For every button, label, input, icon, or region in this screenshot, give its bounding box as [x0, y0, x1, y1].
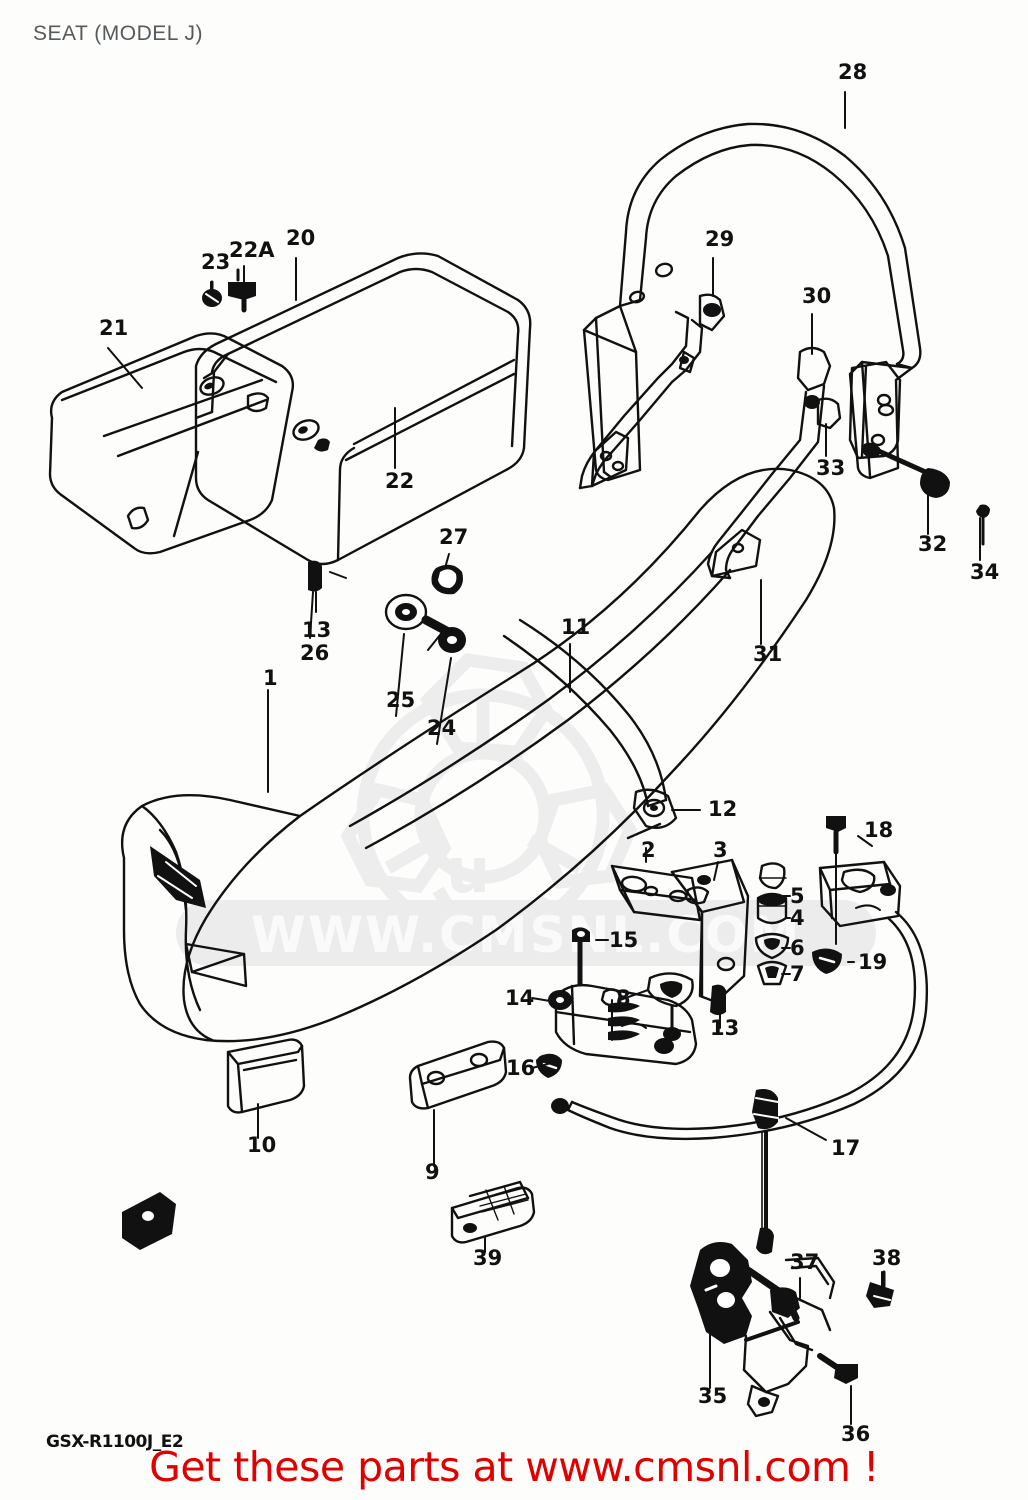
callout-4: 4 [790, 906, 805, 930]
part-plate-9 [410, 1042, 506, 1109]
callout-28: 28 [838, 60, 868, 84]
part-cushion-21 [50, 333, 293, 553]
part-stack-7 [758, 962, 786, 984]
callout-33: 33 [816, 456, 846, 480]
callout-12: 12 [708, 797, 738, 821]
callout-3: 3 [713, 838, 728, 862]
part-left-bracket [580, 295, 724, 488]
callout-16: 16 [506, 1056, 536, 1080]
callout-13b: 13 [710, 1016, 740, 1040]
part-stack-4 [758, 894, 786, 923]
callout-32: 32 [918, 532, 948, 556]
callout-25: 25 [386, 688, 416, 712]
part-label-39 [452, 1182, 534, 1242]
part-bushing-26 [308, 560, 346, 612]
callout-34: 34 [970, 560, 1000, 584]
callout-22A: 22A [229, 238, 275, 262]
callout-10: 10 [247, 1133, 277, 1157]
part-lock-box [820, 862, 900, 926]
part-bolt-22A [228, 270, 256, 310]
part-bracket-3 [672, 860, 748, 1002]
diagram-code: GSX-R1100J_E2 [46, 1432, 184, 1452]
part-bolt-36 [820, 1356, 858, 1384]
callout-29: 29 [705, 227, 735, 251]
callout-18: 18 [864, 818, 894, 842]
callout-7: 7 [790, 962, 805, 986]
part-grommet-25 [386, 595, 426, 629]
callout-13: 13 [302, 618, 332, 642]
part-stack-6 [756, 934, 788, 958]
callout-23: 23 [201, 250, 231, 274]
part-right-bracket [708, 348, 900, 578]
callout-39: 39 [473, 1246, 503, 1270]
callout-37: 37 [790, 1250, 820, 1274]
part-main-seat [122, 469, 834, 1041]
callout-35: 35 [698, 1384, 728, 1408]
callout-8: 8 [616, 986, 631, 1010]
callout-2: 2 [641, 838, 656, 862]
part-pin-13b [710, 984, 726, 1015]
cms-logo-watermark: u [318, 640, 648, 970]
callout-17: 17 [831, 1136, 861, 1160]
part-rear-cowl [196, 253, 530, 564]
callout-11: 11 [561, 615, 591, 639]
callout-19: 19 [858, 950, 888, 974]
callout-6: 6 [790, 936, 805, 960]
part-clip-unlabeled [122, 1192, 176, 1250]
callout-26: 26 [300, 641, 330, 665]
promo-banner[interactable]: Get these parts at www.cmsnl.com ! [149, 1443, 879, 1491]
part-screw-38 [866, 1272, 894, 1308]
part-pin-34 [976, 504, 990, 545]
callout-36: 36 [841, 1422, 871, 1446]
part-cable-17 [551, 912, 927, 1255]
part-bolt-24 [426, 620, 466, 653]
part-screw-15 [572, 927, 590, 984]
part-stack-5 [760, 863, 786, 888]
part-cushion-10 [228, 1040, 304, 1113]
part-grab-bar [584, 124, 920, 480]
leader-lines [108, 92, 980, 1424]
callout-30: 30 [802, 284, 832, 308]
watermark-url: WWW.CMSNL.COM [250, 906, 802, 964]
part-bracket-2 [612, 866, 700, 920]
page-title: SEAT (MODEL J) [33, 22, 203, 45]
part-cap-27 [431, 564, 463, 595]
part-lever-37 [744, 1258, 834, 1416]
callout-1: 1 [263, 666, 278, 690]
part-nut-19 [812, 948, 842, 974]
callout-14: 14 [505, 986, 535, 1010]
part-seat-lock-14 [548, 985, 696, 1064]
part-strap-11 [504, 620, 676, 838]
callout-5: 5 [790, 884, 805, 908]
callout-22: 22 [385, 469, 415, 493]
callout-31: 31 [753, 642, 783, 666]
callout-21: 21 [99, 316, 129, 340]
callout-15: 15 [609, 928, 639, 952]
callout-9: 9 [425, 1160, 440, 1184]
part-bolt-18 [826, 816, 846, 852]
callout-24: 24 [427, 716, 457, 740]
callout-20: 20 [286, 226, 316, 250]
callout-27: 27 [439, 525, 469, 549]
callout-38: 38 [872, 1246, 902, 1270]
part-bolt-32 [862, 442, 950, 498]
svg-text:u: u [446, 834, 490, 907]
watermark-band [176, 900, 876, 966]
